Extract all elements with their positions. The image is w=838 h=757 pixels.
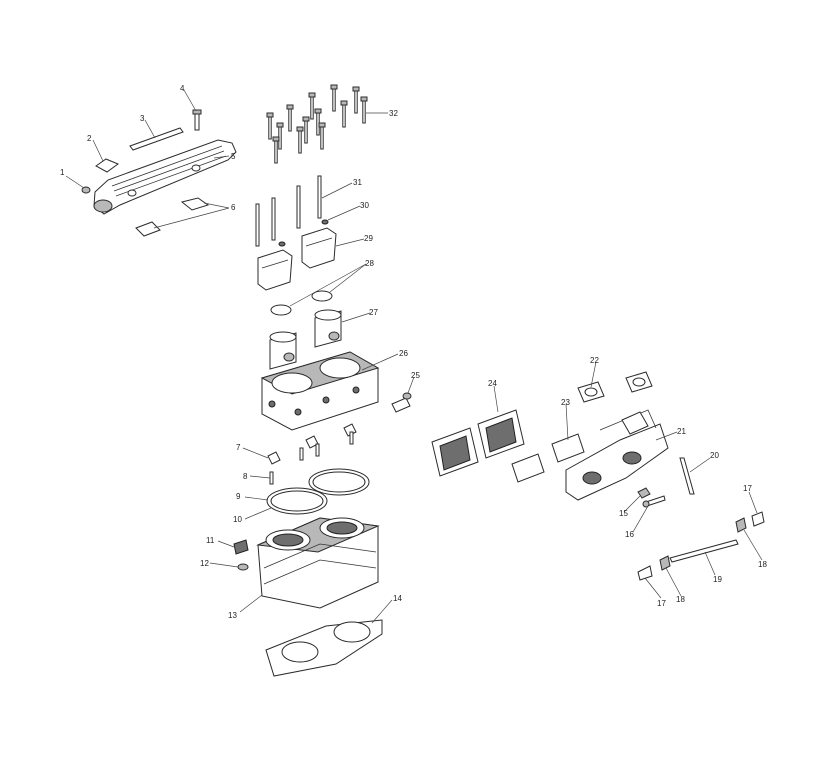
callout-6: 6 xyxy=(231,203,236,212)
callout-28: 28 xyxy=(365,259,374,268)
callout-23: 23 xyxy=(561,398,570,407)
callout-27: 27 xyxy=(369,308,378,317)
screw-part-4 xyxy=(192,109,202,131)
callout-11: 11 xyxy=(206,536,215,545)
callout-22: 22 xyxy=(590,356,599,365)
callout-8: 8 xyxy=(243,472,248,481)
bolt-shaft xyxy=(342,104,346,128)
cylinder-block-part-13 xyxy=(256,517,380,609)
callout-10: 10 xyxy=(233,515,242,524)
bolt-shaft xyxy=(298,130,302,154)
o-rings-part-28 xyxy=(270,290,333,316)
spacer-part-23 xyxy=(511,433,585,483)
bolt-head xyxy=(286,104,294,110)
washer-part-12 xyxy=(237,563,249,571)
bolt-shaft xyxy=(268,116,272,140)
callout-26: 26 xyxy=(399,349,408,358)
bolt-head xyxy=(340,100,348,106)
callout-17a: 17 xyxy=(743,484,752,493)
bolt-shaft xyxy=(362,100,366,124)
cover-gasket-part-6 xyxy=(135,197,210,237)
callout-15: 15 xyxy=(619,509,628,518)
bolt-head xyxy=(272,136,280,142)
bolt-part-16 xyxy=(642,495,666,508)
bolt-shaft xyxy=(274,140,278,164)
plug-part-1 xyxy=(81,186,91,194)
bolt-head xyxy=(308,92,316,98)
screw-part-8 xyxy=(269,431,354,485)
rail-part-19 xyxy=(669,539,739,563)
fitting-part-7 xyxy=(267,423,357,465)
callout-31: 31 xyxy=(353,178,362,187)
plug-part-11 xyxy=(233,539,249,555)
callout-2: 2 xyxy=(87,134,92,143)
bolt-head xyxy=(296,126,304,132)
bolt-head xyxy=(266,112,274,118)
callout-21: 21 xyxy=(677,427,686,436)
callout-29: 29 xyxy=(364,234,373,243)
rod-part-20 xyxy=(679,457,695,495)
screw-part-15 xyxy=(637,487,651,499)
callout-labels: 1 2 3 4 5 6 7 8 9 10 11 12 13 14 15 16 1… xyxy=(60,84,767,620)
callout-5: 5 xyxy=(231,152,236,161)
callout-4: 4 xyxy=(180,84,185,93)
callout-20: 20 xyxy=(710,451,719,460)
fitting-part-18 xyxy=(659,517,747,571)
bolt-head xyxy=(360,96,368,102)
sensor-part-25 xyxy=(391,392,412,413)
callout-9: 9 xyxy=(236,492,241,501)
intake-manifold-part-21 xyxy=(565,409,669,501)
head-insert-part-27 xyxy=(269,309,342,370)
callout-19: 19 xyxy=(713,575,722,584)
studs-part-31 xyxy=(255,175,322,247)
fitting-part-17 xyxy=(637,511,765,581)
head-gaskets-part-9-10 xyxy=(266,468,370,515)
bolt-shaft xyxy=(320,126,324,150)
cylinder-head-part-26 xyxy=(260,351,380,431)
callout-14: 14 xyxy=(393,594,402,603)
bolt-shaft xyxy=(304,120,308,144)
callout-3: 3 xyxy=(140,114,145,123)
callout-30: 30 xyxy=(360,201,369,210)
bolt-shaft xyxy=(288,108,292,132)
reed-valve-part-24 xyxy=(431,409,525,477)
gasket-part-2 xyxy=(95,158,120,173)
head-bolts-part-32 xyxy=(266,84,368,164)
leader-lines xyxy=(65,89,763,624)
bolt-head xyxy=(318,122,326,128)
strip-part-3 xyxy=(129,127,184,151)
bolt-shaft xyxy=(354,90,358,114)
callout-12: 12 xyxy=(200,559,209,568)
bolt-head xyxy=(302,116,310,122)
bolt-head xyxy=(330,84,338,90)
bolt-head xyxy=(314,108,322,114)
bolt-shaft xyxy=(332,88,336,112)
callout-25: 25 xyxy=(411,371,420,380)
intake-gasket-part-22 xyxy=(577,371,653,403)
washers-part-30 xyxy=(278,219,329,247)
base-gasket-part-14 xyxy=(265,619,383,677)
callout-17b: 17 xyxy=(657,599,666,608)
callout-7: 7 xyxy=(236,443,241,452)
callout-13: 13 xyxy=(228,611,237,620)
callout-18b: 18 xyxy=(758,560,767,569)
thermostat-housing-part-29 xyxy=(257,227,337,291)
bolt-head xyxy=(276,122,284,128)
callout-1: 1 xyxy=(60,168,65,177)
callout-32: 32 xyxy=(389,109,398,118)
bolt-shaft xyxy=(310,96,314,120)
callout-18a: 18 xyxy=(676,595,685,604)
callout-24: 24 xyxy=(488,379,497,388)
bolt-head xyxy=(352,86,360,92)
callout-16: 16 xyxy=(625,530,634,539)
water-manifold-cover xyxy=(93,139,237,215)
